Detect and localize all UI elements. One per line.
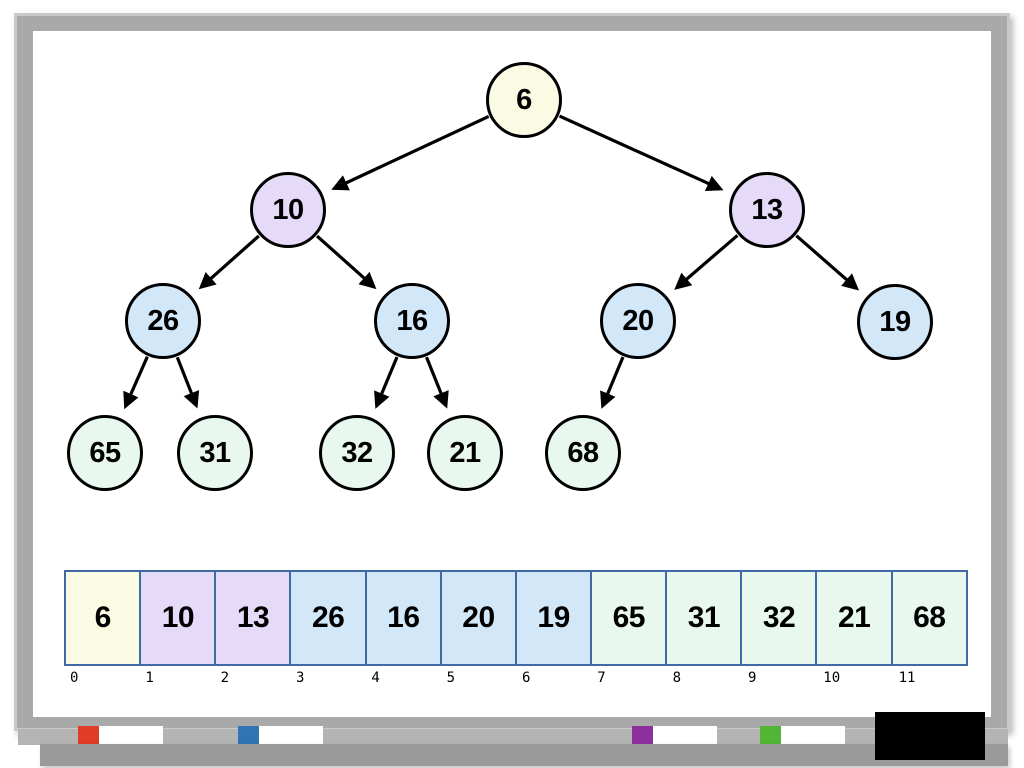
blue-marker[interactable] [238,726,323,748]
red-marker[interactable] [78,726,163,748]
array-index-label: 11 [898,670,916,686]
tree-node[interactable]: 16 [374,283,450,359]
array-index-label: 5 [446,670,456,686]
marker-body [653,726,717,748]
array-cell[interactable]: 21 [815,570,893,666]
array-cell[interactable]: 10 [139,570,217,666]
array-index-label: 3 [295,670,305,686]
tree-node[interactable]: 32 [319,415,395,491]
tree-node[interactable]: 65 [67,415,143,491]
array-cell[interactable]: 31 [665,570,743,666]
array-cell[interactable]: 13 [214,570,292,666]
array-index-label: 0 [70,670,79,686]
marker-body [259,726,323,748]
eraser[interactable] [875,712,985,760]
array-index-label: 10 [823,670,841,686]
array-cell[interactable]: 20 [439,570,518,666]
array-index-label: 7 [597,670,606,686]
marker-cap [760,726,781,748]
purple-marker[interactable] [632,726,717,748]
array-index-label: 2 [220,670,230,686]
array-cell[interactable]: 16 [364,570,443,666]
array-cell[interactable]: 65 [589,570,668,666]
array-cell[interactable]: 68 [890,570,969,666]
array-index-label: 9 [747,670,757,686]
marker-body [99,726,163,748]
tree-node[interactable]: 13 [729,172,805,248]
tree-node[interactable]: 10 [250,172,326,248]
tray-lip [18,729,1008,745]
marker-body [781,726,845,748]
tree-node[interactable]: 68 [545,415,621,491]
whiteboard-tray [40,744,1008,766]
tree-node[interactable]: 20 [600,283,676,359]
array-cell[interactable]: 26 [289,570,367,666]
marker-cap [238,726,259,748]
array-index-labels: 0 1 2 3 4 5 6 7 8 9 10 11 [64,670,968,692]
tree-node[interactable]: 21 [427,415,503,491]
tree-node[interactable]: 31 [177,415,253,491]
tree-node[interactable]: 19 [857,284,933,360]
array-index-label: 6 [521,670,531,686]
tree-node[interactable]: 6 [486,62,562,138]
tree-node[interactable]: 26 [125,283,201,359]
array-cell[interactable]: 32 [740,570,818,666]
array-index-label: 4 [371,670,380,686]
marker-cap [78,726,99,748]
array-cell[interactable]: 6 [64,570,142,666]
array-index-label: 8 [672,670,682,686]
green-marker[interactable] [760,726,845,748]
marker-cap [632,726,653,748]
array-index-label: 1 [145,670,154,686]
array-cell[interactable]: 19 [514,570,593,666]
